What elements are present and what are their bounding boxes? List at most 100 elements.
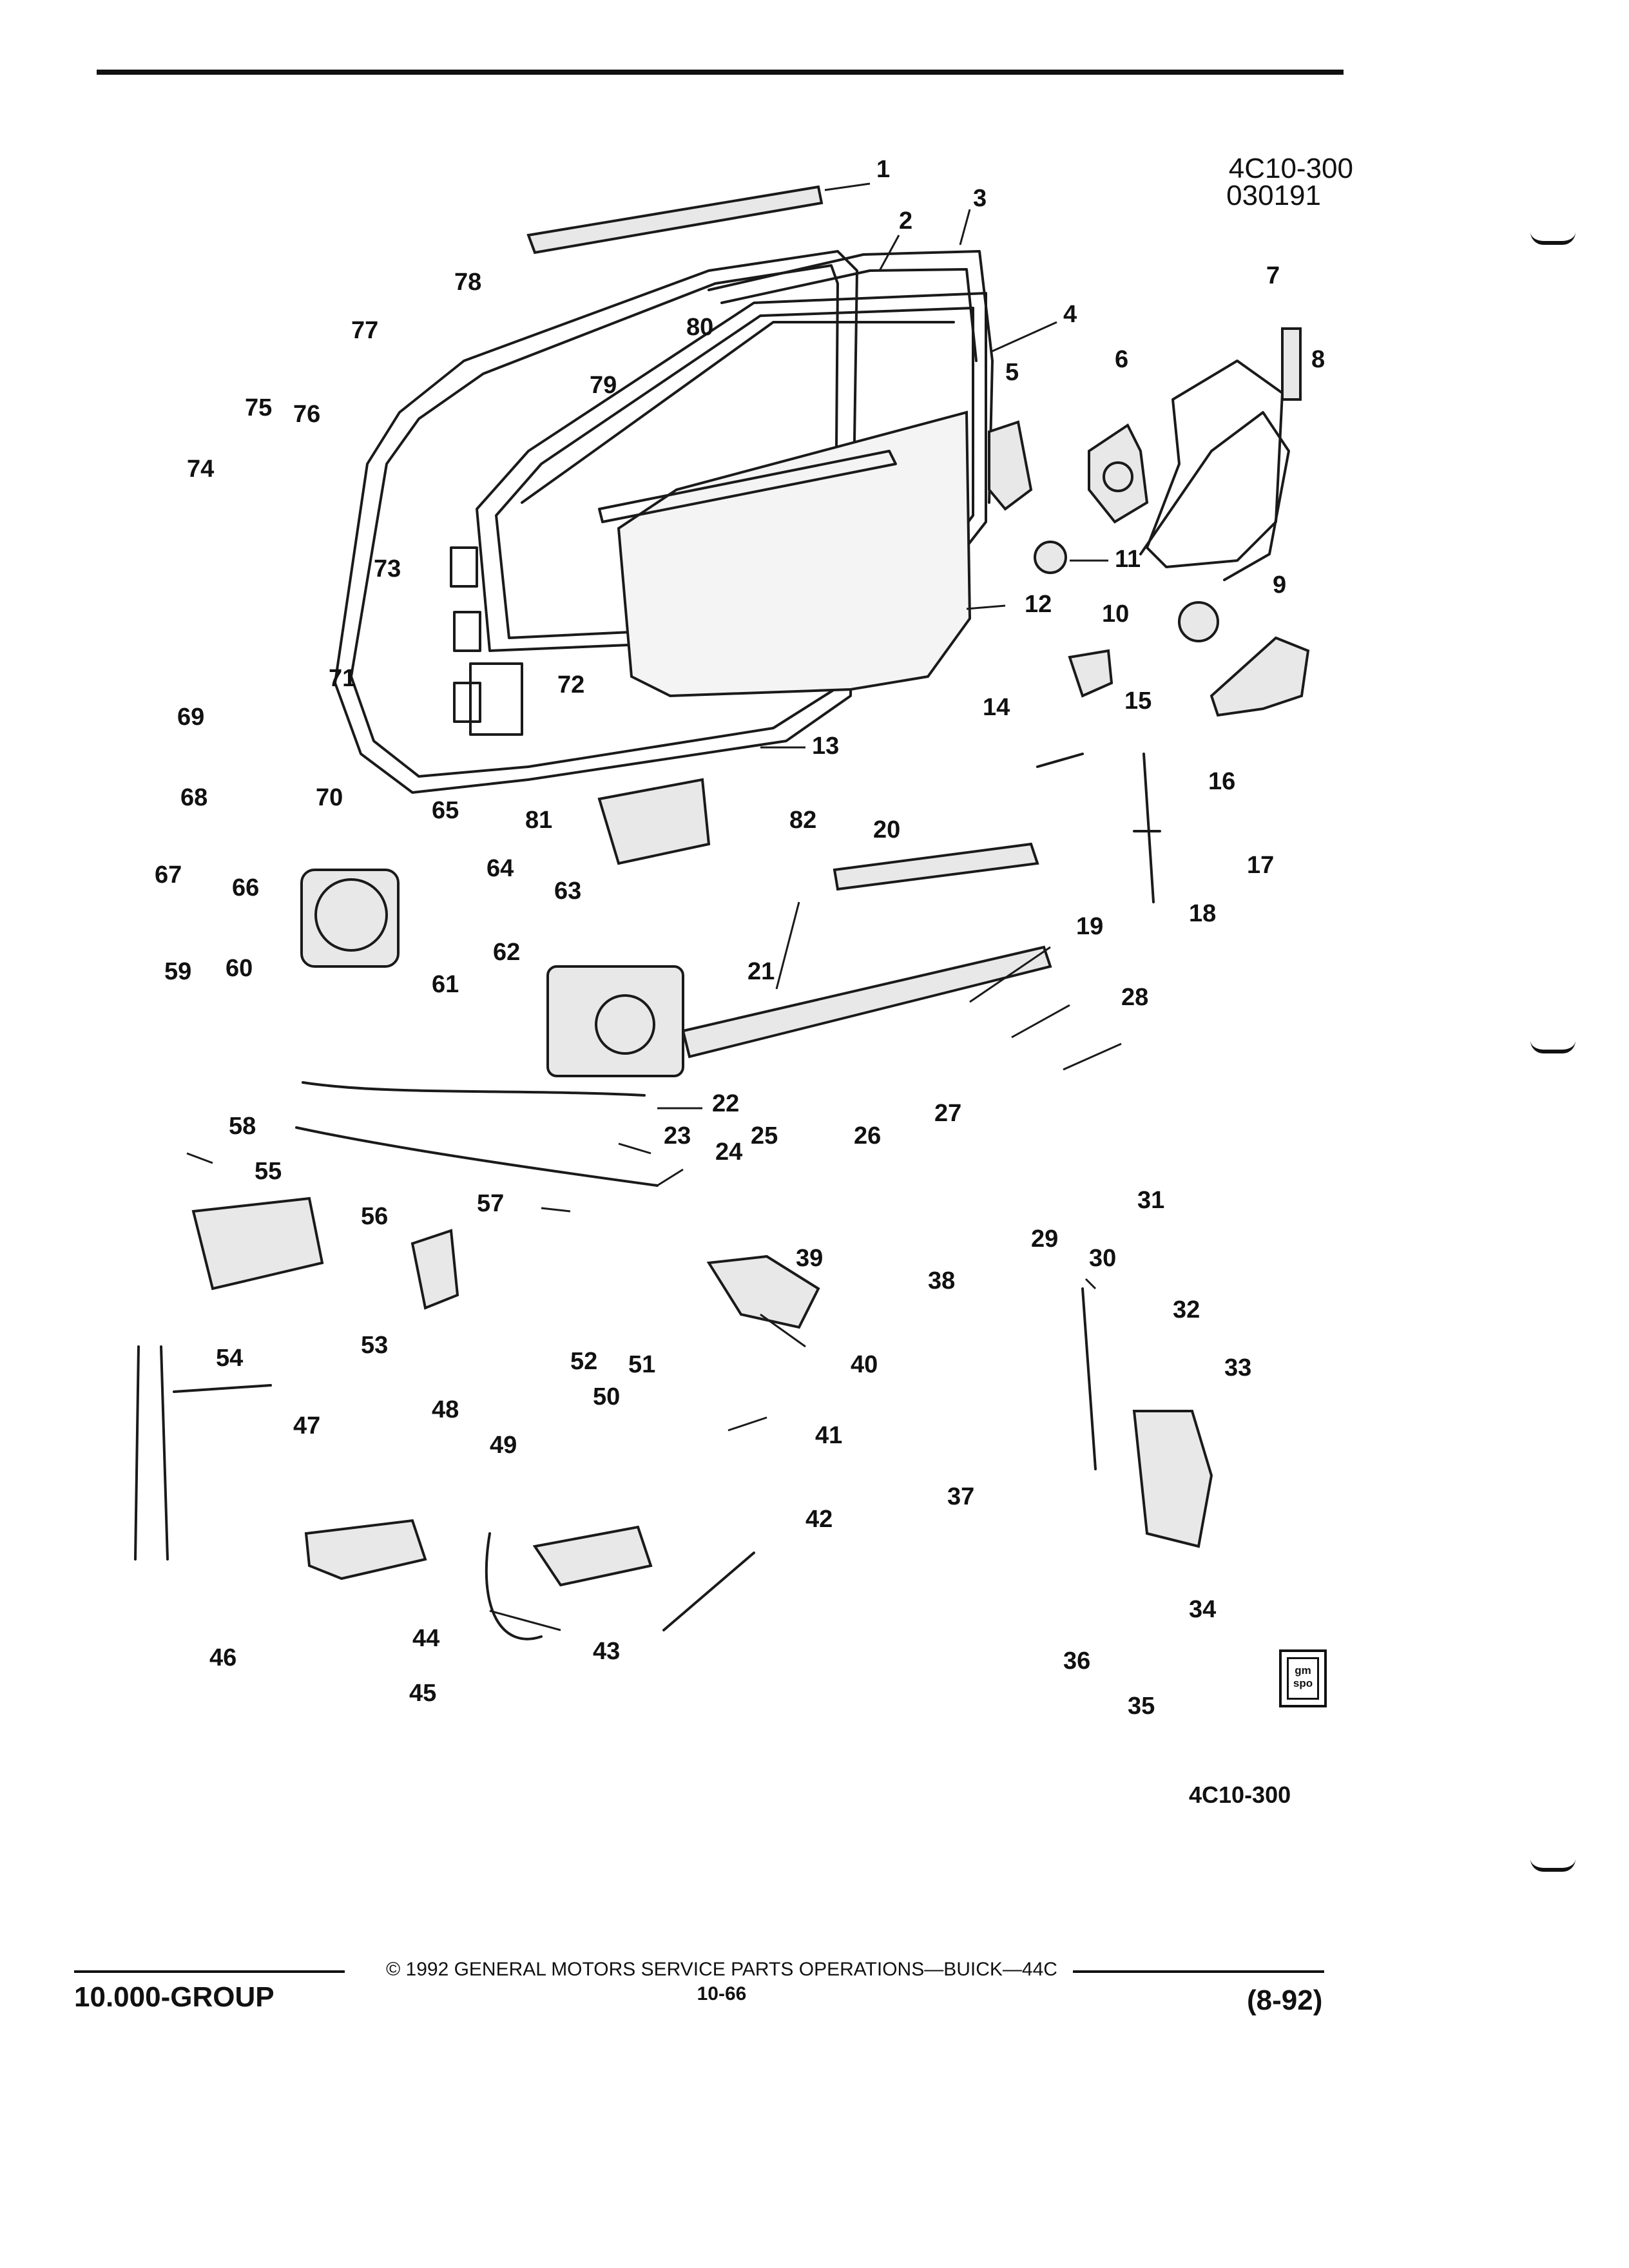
callout-18: 18 bbox=[1189, 900, 1216, 927]
callout-65: 65 bbox=[432, 797, 459, 824]
part-14-block bbox=[1068, 649, 1113, 698]
callout-7: 7 bbox=[1266, 262, 1280, 289]
callout-77: 77 bbox=[351, 317, 378, 344]
window-regulator bbox=[1088, 360, 1290, 581]
callout-12: 12 bbox=[1025, 591, 1052, 618]
callout-80: 80 bbox=[686, 314, 713, 341]
part-20-channel bbox=[833, 842, 1039, 891]
callout-28: 28 bbox=[1121, 984, 1148, 1011]
callout-33: 33 bbox=[1224, 1354, 1251, 1381]
callout-20: 20 bbox=[873, 816, 900, 843]
callout-13: 13 bbox=[812, 733, 839, 760]
callout-50: 50 bbox=[593, 1383, 620, 1410]
footer-rule-left bbox=[74, 1970, 345, 1973]
callout-2: 2 bbox=[899, 207, 912, 235]
callout-41: 41 bbox=[815, 1422, 842, 1449]
callout-51: 51 bbox=[628, 1351, 655, 1378]
footer-group: 10.000-GROUP bbox=[74, 1981, 275, 2013]
callout-43: 43 bbox=[593, 1638, 620, 1665]
callout-67: 67 bbox=[155, 861, 182, 889]
binding-mark bbox=[1530, 232, 1576, 245]
callout-61: 61 bbox=[432, 971, 459, 998]
footer-date-code: (8-92) bbox=[1247, 1984, 1323, 2016]
callout-79: 79 bbox=[590, 372, 617, 399]
callout-76: 76 bbox=[293, 401, 320, 428]
callout-68: 68 bbox=[180, 784, 207, 811]
part-63-speaker bbox=[546, 965, 684, 1077]
callout-66: 66 bbox=[232, 874, 259, 901]
part-19-sash bbox=[681, 945, 1052, 1059]
callout-69: 69 bbox=[177, 704, 204, 731]
part-24-rod bbox=[295, 1126, 659, 1187]
callout-37: 37 bbox=[947, 1483, 974, 1510]
belt-molding bbox=[526, 185, 824, 255]
callout-55: 55 bbox=[255, 1158, 282, 1185]
callout-81: 81 bbox=[525, 807, 552, 834]
callout-32: 32 bbox=[1173, 1296, 1200, 1323]
door-edge-sketch bbox=[134, 1345, 272, 1561]
callout-75: 75 bbox=[245, 394, 272, 421]
callout-42: 42 bbox=[805, 1506, 833, 1533]
callout-74: 74 bbox=[187, 456, 214, 483]
part-11-bumper bbox=[1034, 541, 1067, 574]
part-22-rod bbox=[302, 1081, 646, 1097]
callout-62: 62 bbox=[493, 939, 520, 966]
callout-71: 71 bbox=[329, 665, 356, 692]
callout-10: 10 bbox=[1102, 601, 1129, 628]
part-56-lock-cylinder bbox=[410, 1229, 459, 1310]
callout-27: 27 bbox=[934, 1100, 961, 1127]
callout-53: 53 bbox=[361, 1332, 388, 1359]
callout-52: 52 bbox=[570, 1348, 597, 1375]
callout-11: 11 bbox=[1115, 546, 1141, 573]
callout-46: 46 bbox=[209, 1644, 236, 1671]
callout-5: 5 bbox=[1005, 359, 1019, 386]
part-81-bracket bbox=[597, 778, 711, 865]
window-glass bbox=[617, 410, 972, 698]
callout-4: 4 bbox=[1063, 301, 1077, 328]
callout-49: 49 bbox=[490, 1432, 517, 1459]
diagram-ref-date: 030191 bbox=[1226, 180, 1321, 211]
callout-21: 21 bbox=[747, 958, 775, 985]
callout-6: 6 bbox=[1115, 346, 1128, 373]
callout-72: 72 bbox=[557, 671, 584, 698]
part-10-gear bbox=[1178, 601, 1219, 642]
part-34-latch bbox=[1132, 1410, 1213, 1548]
callout-64: 64 bbox=[487, 855, 514, 882]
leader-lines bbox=[186, 182, 1122, 1631]
callout-60: 60 bbox=[226, 955, 253, 982]
binding-mark bbox=[1530, 1859, 1576, 1872]
callout-35: 35 bbox=[1128, 1693, 1155, 1720]
callout-24: 24 bbox=[715, 1139, 742, 1166]
gm-spo-logo-text: gm spo bbox=[1287, 1657, 1319, 1700]
callout-34: 34 bbox=[1189, 1596, 1216, 1623]
footer-copyright: © 1992 GENERAL MOTORS SERVICE PARTS OPER… bbox=[386, 1959, 1057, 1980]
callout-29: 29 bbox=[1031, 1225, 1058, 1253]
callout-58: 58 bbox=[229, 1113, 256, 1140]
diagram-ref-code: 4C10-300 bbox=[1228, 153, 1353, 184]
callout-63: 63 bbox=[554, 878, 581, 905]
part-40-housing bbox=[706, 1254, 820, 1329]
callout-23: 23 bbox=[664, 1122, 691, 1149]
callout-25: 25 bbox=[751, 1122, 778, 1149]
callout-39: 39 bbox=[796, 1245, 823, 1272]
binding-mark bbox=[1530, 1041, 1576, 1053]
callout-47: 47 bbox=[293, 1412, 320, 1439]
callout-17: 17 bbox=[1247, 852, 1274, 879]
callout-38: 38 bbox=[928, 1267, 955, 1294]
diagram-bottom-ref: 4C10-300 bbox=[1189, 1782, 1291, 1808]
callout-56: 56 bbox=[361, 1203, 388, 1230]
callout-14: 14 bbox=[983, 694, 1010, 721]
callout-78: 78 bbox=[454, 269, 481, 296]
callout-30: 30 bbox=[1089, 1245, 1116, 1272]
gm-spo-logo: gm spo bbox=[1279, 1649, 1327, 1707]
footer-rule-right bbox=[1073, 1970, 1324, 1973]
header-rule bbox=[97, 70, 1344, 75]
callout-48: 48 bbox=[432, 1396, 459, 1423]
part-43-cable bbox=[485, 1532, 543, 1640]
callout-19: 19 bbox=[1076, 913, 1103, 940]
part-43-handle bbox=[532, 1525, 653, 1587]
part-5-bracket bbox=[988, 420, 1033, 511]
callout-36: 36 bbox=[1063, 1648, 1090, 1675]
